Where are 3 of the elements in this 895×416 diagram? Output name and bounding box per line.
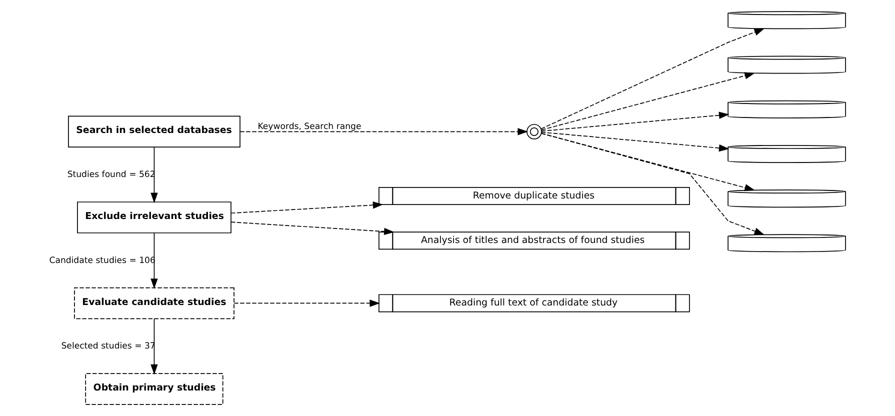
edge-label: Selected studies = 37: [60, 342, 155, 352]
edge-label: Studies found = 562: [66, 170, 155, 180]
edge-label: Keywords, Search range: [257, 122, 361, 132]
